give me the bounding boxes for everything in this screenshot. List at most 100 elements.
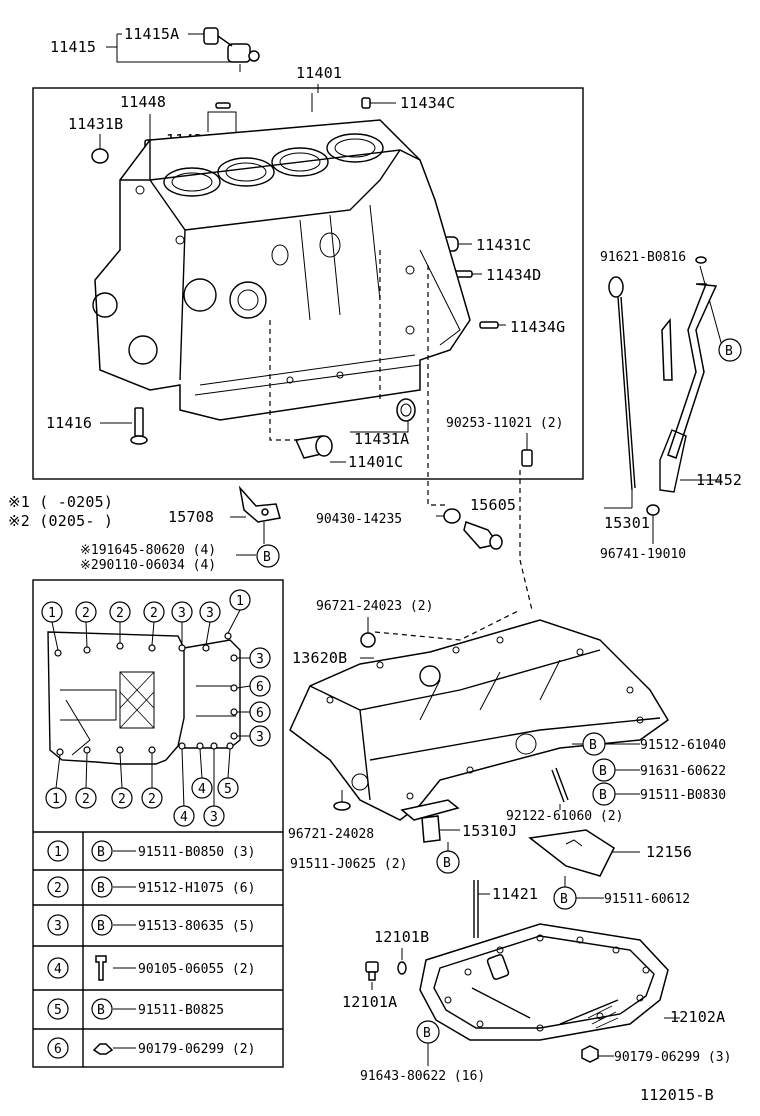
- bolt-marker-bottom-4: [141, 787, 163, 809]
- bolt-marker-label: 1: [52, 792, 60, 807]
- stud-11421-icon: [473, 880, 479, 938]
- circle-b-91643: B: [416, 1020, 440, 1044]
- legend-bolt-letter: B: [97, 1003, 105, 1018]
- legend-bolt-circle: [91, 914, 113, 936]
- circle-b-jet: B: [256, 544, 280, 568]
- label-96721a: 96721-24023 (2): [316, 599, 433, 614]
- label-11401: 11401: [296, 64, 342, 82]
- legend-num-circle: [47, 840, 69, 862]
- label-11431a: 11431A: [354, 430, 409, 448]
- bolt-marker-top-5: [171, 601, 193, 623]
- label-15605: 15605: [470, 496, 516, 514]
- bolt-marker-top-3: [109, 601, 131, 623]
- svg-text:B: B: [560, 892, 568, 907]
- bolt-marker-label: 6: [256, 680, 264, 695]
- note-1: ※1 ( -0205): [8, 493, 113, 511]
- legend-num: 6: [54, 1042, 62, 1057]
- label-91621: 91621-B0816: [600, 250, 686, 265]
- label-11448: 11448: [120, 93, 166, 111]
- legend-num-circle: [47, 998, 69, 1020]
- stiffener-drawing: [289, 619, 669, 821]
- relief-plug-icon: [463, 521, 503, 550]
- nut-icon: [581, 1045, 599, 1063]
- bolt-marker-right-1: [249, 647, 271, 669]
- legend-bolt-circle: [91, 876, 113, 898]
- bolt-marker-label: 3: [256, 730, 264, 745]
- bolt-marker-bottom-5: [173, 805, 195, 827]
- bolt-marker-label: 3: [206, 606, 214, 621]
- bolt-marker-label: 2: [150, 606, 158, 621]
- legend-num-circle: [47, 1037, 69, 1059]
- bolt-marker-right-2: [249, 675, 271, 697]
- legend-part-number: 90179-06299 (2): [138, 1042, 255, 1057]
- bolt-marker-label: 3: [210, 810, 218, 825]
- label-15301: 15301: [604, 514, 650, 532]
- legend-bolt-letter: B: [97, 845, 105, 860]
- note-3: ※191645-80620 (4): [80, 543, 216, 558]
- label-90253: 90253-11021 (2): [446, 416, 563, 431]
- bolt-marker-label: 2: [82, 792, 90, 807]
- legend-num: 5: [54, 1003, 62, 1018]
- bolt-marker-top-7: [229, 589, 251, 611]
- label-91643: 91643-80622 (16): [360, 1069, 485, 1084]
- note-4: ※290110-06034 (4): [80, 558, 216, 573]
- legend-bolt-letter: B: [97, 881, 105, 896]
- diagram-id: 112015-B: [640, 1086, 714, 1104]
- dipstick: [608, 276, 636, 508]
- bolt-marker-bottom-7: [203, 805, 225, 827]
- engine-block-drawing: [92, 119, 471, 421]
- legend-num: 1: [54, 845, 62, 860]
- bolt-marker-bottom-1: [45, 787, 67, 809]
- bolt-marker-bottom-3: [111, 787, 133, 809]
- svg-text:B: B: [443, 856, 451, 871]
- legend-table: [33, 831, 283, 1067]
- svg-text:B: B: [423, 1026, 431, 1041]
- svg-text:B: B: [589, 738, 597, 753]
- bolt-marker-label: 2: [82, 606, 90, 621]
- label-91511-b0830: 91511-B0830: [640, 788, 726, 803]
- oil-pan-drawing: [419, 923, 669, 1041]
- label-15310j: 15310J: [462, 822, 517, 840]
- legend-part-number: 91511-B0825: [138, 1003, 224, 1018]
- label-91631-60622: 91631-60622: [640, 764, 726, 779]
- bolt-marker-top-1: [41, 601, 63, 623]
- bolt-marker-bottom-2: [75, 787, 97, 809]
- sensor-11415-group: 11415 11415A 11401: [50, 25, 342, 112]
- drain-gasket-icon: [397, 961, 407, 975]
- bolt-marker-label: 1: [48, 606, 56, 621]
- drain-plug-icon: [365, 961, 379, 981]
- bolt-marker-bottom-8: [217, 777, 239, 799]
- legend-num: 4: [54, 962, 62, 977]
- bolt-marker-label: 4: [198, 782, 206, 797]
- bolt-marker-top-4: [143, 601, 165, 623]
- legend-bolt-circle: [91, 840, 113, 862]
- label-90179-06299: 90179-06299 (3): [614, 1050, 731, 1065]
- oring-lower-icon: [333, 801, 351, 811]
- legend-part-number: 91512-H1075 (6): [138, 881, 255, 896]
- label-92122: 92122-61060 (2): [506, 809, 623, 824]
- label-91511-60612: 91511-60612: [604, 892, 690, 907]
- label-12101a: 12101A: [342, 993, 397, 1011]
- bolt-map: [47, 609, 251, 809]
- oil-strainer-icon: [400, 799, 460, 843]
- label-12156: 12156: [646, 843, 692, 861]
- bolt-marker-right-3: [249, 701, 271, 723]
- oil-jet-icon: [238, 485, 281, 523]
- bolt-map-hatch: [119, 671, 155, 729]
- label-91511-j0625: 91511-J0625 (2): [290, 857, 407, 872]
- label-12102a: 12102A: [670, 1008, 725, 1026]
- circle-b-j0625: B: [436, 850, 460, 874]
- bolt-marker-label: 2: [148, 792, 156, 807]
- circle-b-dipstick: B: [718, 338, 742, 362]
- legend-num-circle: [47, 876, 69, 898]
- gasket-icon: [443, 508, 461, 524]
- bolt-marker-label: 3: [178, 606, 186, 621]
- circle-b-60612: B: [553, 886, 577, 910]
- knock-sensor-icon: [203, 27, 260, 63]
- bolt-marker-label: 3: [256, 652, 264, 667]
- dowel-pin-icon: [521, 449, 533, 467]
- cylinder-block-frame: [32, 87, 584, 480]
- bolt-marker-top-6: [199, 601, 221, 623]
